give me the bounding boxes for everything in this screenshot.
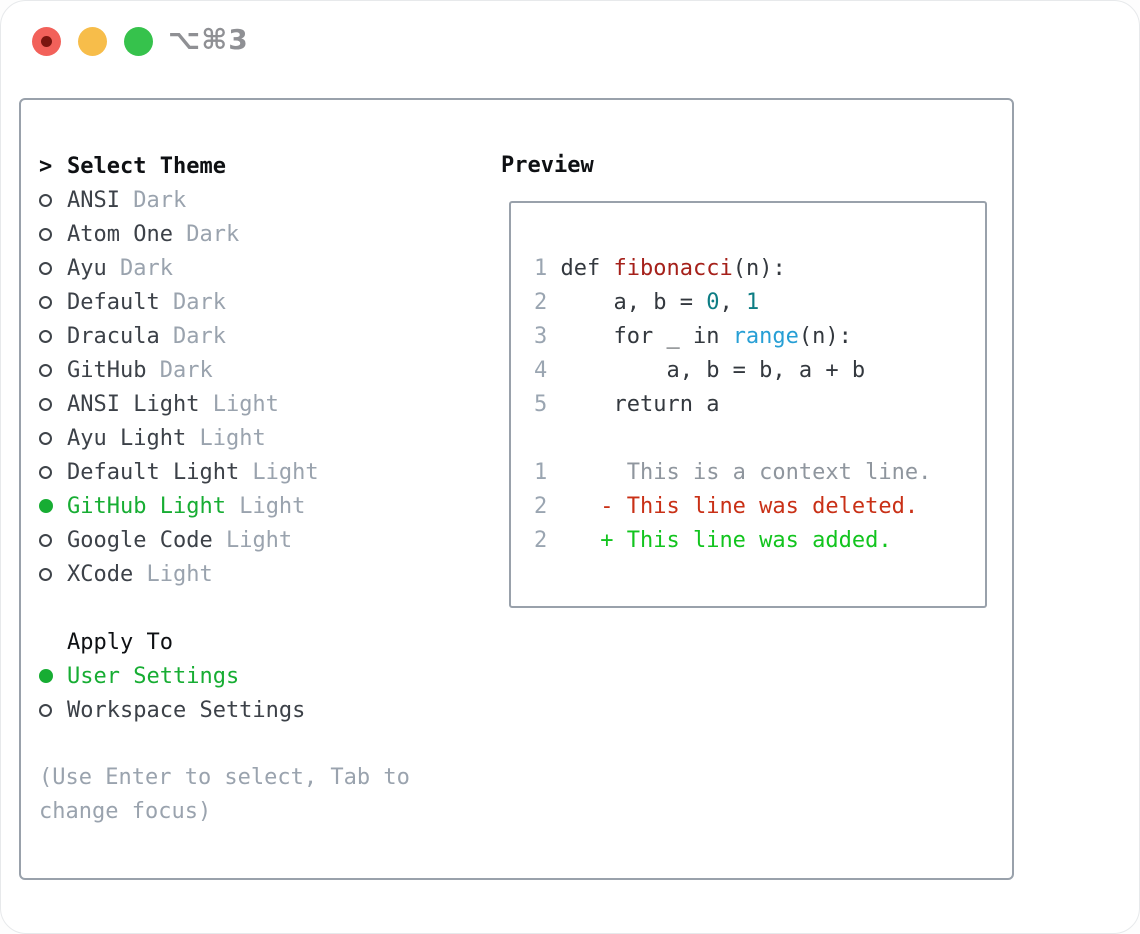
option-label: Atom One [67, 221, 173, 247]
theme-option[interactable]: Default Light Light [39, 455, 410, 489]
traffic-lights [32, 27, 153, 56]
option-label: ANSI Light [67, 391, 200, 417]
code-line: 2 - This line was deleted. [534, 494, 919, 519]
preview-heading: Preview [501, 153, 594, 178]
variant-tag: Light [133, 561, 213, 587]
code-line: 5 return a [534, 392, 720, 417]
option-label: Ayu Light [67, 425, 187, 451]
variant-tag: Dark [172, 221, 240, 247]
option-label: Google Code [67, 527, 213, 553]
option-label: Default Light [67, 459, 240, 485]
radio-icon [39, 363, 52, 377]
radio-icon [39, 295, 52, 309]
code-line: 3 for _ in range(n): [534, 324, 852, 349]
code-line: 1 def fibonacci(n): [534, 256, 786, 281]
theme-option[interactable]: XCode Light [39, 557, 410, 591]
radio-icon [39, 567, 52, 581]
theme-option[interactable]: GitHub Dark [39, 353, 410, 387]
radio-icon [39, 329, 52, 343]
option-label: GitHub [67, 357, 147, 383]
option-label: User Settings [67, 663, 240, 689]
variant-tag: Dark [106, 255, 173, 281]
option-label: ANSI [67, 187, 120, 213]
code-line: 2 + This line was added. [534, 528, 892, 553]
variant-tag: Dark [159, 323, 226, 349]
option-label: Dracula [67, 323, 160, 349]
theme-option[interactable]: Ayu Light Light [39, 421, 410, 455]
option-label: XCode [67, 561, 134, 587]
variant-tag: Dark [119, 187, 187, 213]
variant-tag: Light [199, 391, 279, 417]
close-button[interactable] [32, 27, 61, 56]
option-label: Ayu [67, 255, 107, 281]
spacer [39, 591, 410, 625]
variant-tag: Dark [146, 357, 213, 383]
radio-icon [39, 703, 52, 717]
theme-option[interactable]: Dracula Dark [39, 319, 410, 353]
spacer [39, 727, 410, 761]
radio-selected-icon [39, 499, 53, 513]
radio-icon [39, 397, 52, 411]
radio-icon [39, 533, 52, 547]
window-title: ⌥⌘3 [168, 23, 249, 56]
window-titlebar: ⌥⌘3 [1, 1, 1139, 77]
variant-tag: Light [186, 425, 266, 451]
apply-option[interactable]: User Settings [39, 659, 410, 693]
option-label: GitHub Light [67, 493, 226, 519]
apply-to-header: Apply To [39, 625, 410, 659]
code-line: 4 a, b = b, a + b [534, 358, 866, 383]
preview-pane: 1 def fibonacci(n): 2 a, b = 0, 1 3 for _ … [509, 201, 987, 608]
option-label: Default [67, 289, 160, 315]
theme-option[interactable]: ANSI Light Light [39, 387, 410, 421]
radio-icon [39, 261, 52, 275]
code-line: 1 This is a context line. [534, 460, 932, 485]
radio-icon [39, 431, 52, 445]
radio-icon [39, 193, 52, 207]
hint-line-1: (Use Enter to select, Tab to [39, 765, 410, 790]
code-preview: 1 def fibonacci(n): 2 a, b = 0, 1 3 for _ … [511, 203, 985, 558]
variant-tag: Light [225, 493, 306, 519]
theme-option[interactable]: Ayu Dark [39, 251, 410, 285]
radio-icon [39, 465, 52, 479]
radio-icon [39, 227, 52, 241]
variant-tag: Light [212, 527, 293, 553]
variant-tag: Light [239, 459, 319, 485]
option-label: Workspace Settings [67, 697, 306, 723]
apply-to-title: Apply To [67, 629, 173, 655]
theme-option[interactable]: Default Dark [39, 285, 410, 319]
code-line [534, 422, 985, 456]
zoom-button[interactable] [124, 27, 153, 56]
theme-option[interactable]: Atom One Dark [39, 217, 410, 251]
select-theme-header: > Select Theme [39, 149, 410, 183]
radio-selected-icon [39, 669, 53, 683]
cursor-prefix: > [39, 153, 53, 179]
hint-line-2: change focus) [39, 799, 212, 824]
theme-option[interactable]: Google Code Light [39, 523, 410, 557]
apply-option[interactable]: Workspace Settings [39, 693, 410, 727]
theme-option[interactable]: ANSI Dark [39, 183, 410, 217]
hint-text: (Use Enter to select, Tab to change focu… [39, 761, 410, 829]
variant-tag: Dark [159, 289, 226, 315]
select-theme-title: Select Theme [67, 153, 226, 179]
minimize-button[interactable] [78, 27, 107, 56]
theme-option[interactable]: GitHub Light Light [39, 489, 410, 523]
code-line: 2 a, b = 0, 1 [534, 290, 760, 315]
